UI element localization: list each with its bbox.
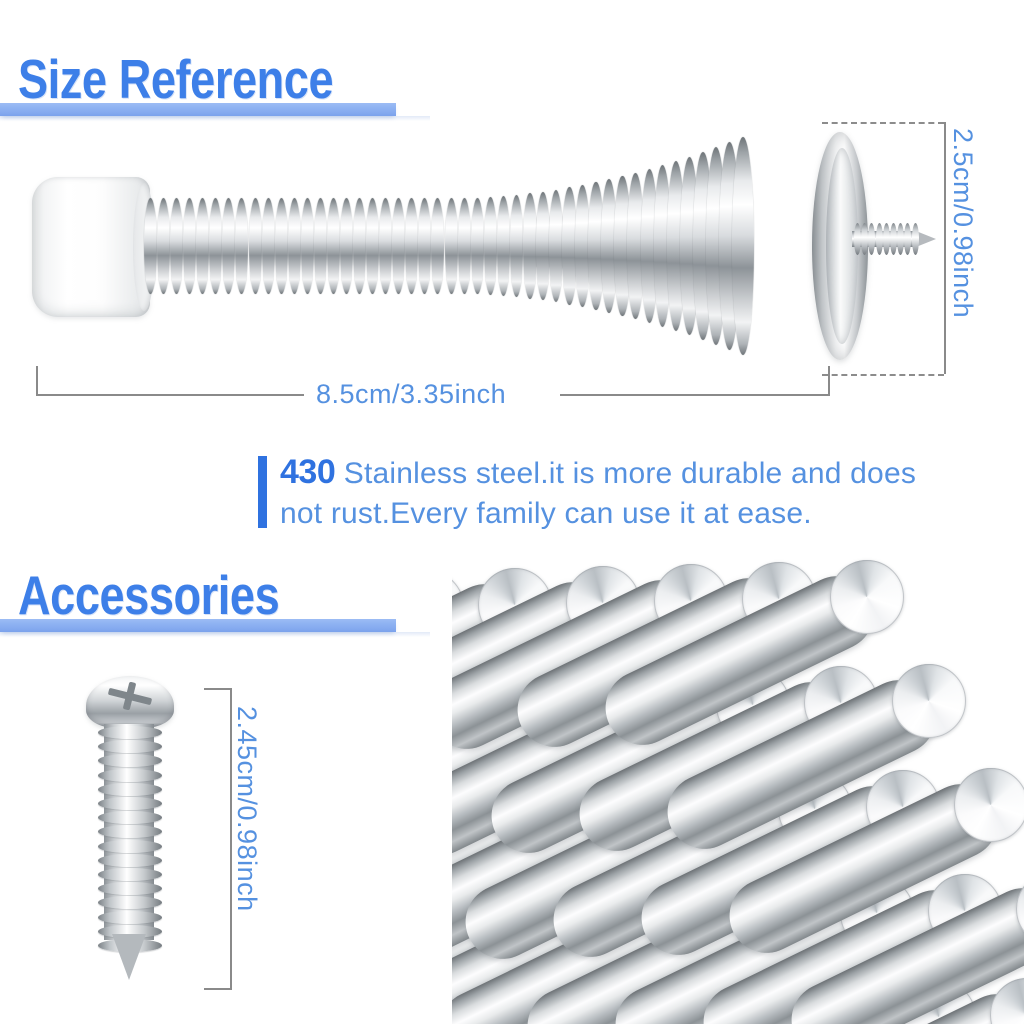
coil-turn	[470, 197, 484, 295]
coil-turn	[627, 172, 645, 320]
screw-thread	[98, 882, 162, 896]
coil-turn	[496, 195, 511, 297]
screw-thread	[882, 223, 890, 255]
coil-turn	[235, 198, 249, 294]
screw-dim-bottom-arm	[204, 988, 232, 990]
screw-thread	[98, 896, 162, 910]
coil-turn	[536, 191, 550, 301]
screw-thread	[868, 223, 876, 255]
size-reference-underline	[0, 103, 430, 121]
screw-thread	[861, 223, 869, 255]
coil-turn	[379, 198, 393, 294]
rubber-cap-icon	[32, 177, 155, 317]
steel-rod-end	[954, 768, 1024, 842]
screw-thread	[98, 910, 162, 924]
coil-turn	[300, 198, 314, 294]
coil-turn	[418, 198, 432, 294]
door-stopper-illustration	[26, 118, 936, 373]
screw-tip	[916, 231, 936, 247]
screw-thread	[911, 223, 919, 255]
height-dimension-label: 2.5cm/0.98inch	[948, 128, 978, 319]
coil-turn	[522, 193, 537, 299]
coil-turn	[405, 198, 419, 294]
callout-description: Stainless steel.it is more durable and d…	[280, 457, 917, 530]
screw-thread	[98, 782, 162, 796]
accessory-screw-point	[112, 934, 146, 980]
coil-turn	[144, 198, 157, 294]
coil-turn	[431, 198, 445, 294]
coil-turn	[353, 198, 367, 294]
coil-turn	[588, 182, 604, 310]
mounting-screw-icon	[852, 222, 936, 256]
length-dimension-label: 8.5cm/3.35inch	[316, 379, 507, 409]
coil-turn	[601, 179, 618, 313]
length-dim-left-line	[36, 394, 304, 396]
coil-turn	[483, 196, 497, 296]
screw-thread	[98, 825, 162, 839]
steel-rod-end	[990, 978, 1024, 1024]
callout-text: 430 Stainless steel.it is more durable a…	[280, 452, 930, 534]
coil-turn	[209, 198, 223, 294]
steel-rod-end	[830, 560, 904, 634]
length-dim-left-tick	[36, 366, 38, 396]
length-dim-right-tick	[828, 366, 830, 396]
coil-turn	[549, 189, 564, 303]
coil-turn	[392, 198, 406, 294]
screw-thread	[98, 740, 162, 754]
callout-accent-bar	[258, 456, 267, 528]
screw-thread	[98, 797, 162, 810]
coil-turn	[222, 198, 236, 294]
screw-thread	[98, 726, 162, 739]
screw-thread	[890, 223, 897, 255]
coil-turn	[274, 198, 288, 294]
accessories-underline	[0, 619, 430, 637]
accessory-screw-illustration	[78, 676, 182, 992]
screw-thread	[875, 223, 883, 255]
coil-turn	[326, 198, 340, 294]
coil-turn	[575, 184, 591, 308]
height-dim-bottom-line	[822, 374, 944, 376]
screw-thread	[854, 223, 861, 255]
coil-turn	[444, 198, 458, 294]
coil-turn	[614, 176, 631, 316]
screw-thread	[98, 853, 162, 867]
screw-thread	[98, 839, 162, 853]
coil-turn	[640, 169, 658, 323]
coil-turn	[732, 137, 754, 355]
screw-thread	[98, 754, 162, 768]
steel-rod-end	[892, 664, 966, 738]
coil-turn	[340, 198, 353, 294]
coil-turn	[287, 198, 301, 294]
steel-grade-label: 430	[280, 453, 336, 491]
screw-thread	[98, 868, 162, 881]
coil-turn	[170, 198, 184, 294]
coil-turn	[457, 197, 471, 295]
coil-turn	[509, 194, 524, 298]
steel-rod-stack-image	[452, 452, 1024, 1024]
coil-turn	[562, 187, 577, 305]
coil-turn	[183, 198, 197, 294]
size-reference-heading: Size Reference	[18, 48, 334, 110]
height-dim-line	[944, 122, 946, 374]
length-dim-right-line	[560, 394, 828, 396]
coil-turn	[196, 198, 210, 294]
screw-dimension-label: 2.45cm/0.98inch	[232, 706, 262, 912]
phillips-screw-head-icon	[86, 676, 174, 728]
coil-turn	[261, 198, 275, 294]
coil-turn	[157, 198, 171, 294]
screw-dim-top-arm	[204, 688, 232, 690]
screw-dim-line	[230, 688, 232, 990]
coil-turn	[313, 198, 327, 294]
accessories-heading: Accessories	[18, 564, 280, 626]
screw-thread	[904, 223, 912, 255]
coil-turn	[366, 198, 380, 294]
screw-thread	[98, 811, 162, 825]
screw-thread	[98, 768, 162, 782]
coil-turn	[248, 198, 262, 294]
height-dim-top-line	[822, 122, 944, 124]
screw-thread	[897, 223, 905, 255]
